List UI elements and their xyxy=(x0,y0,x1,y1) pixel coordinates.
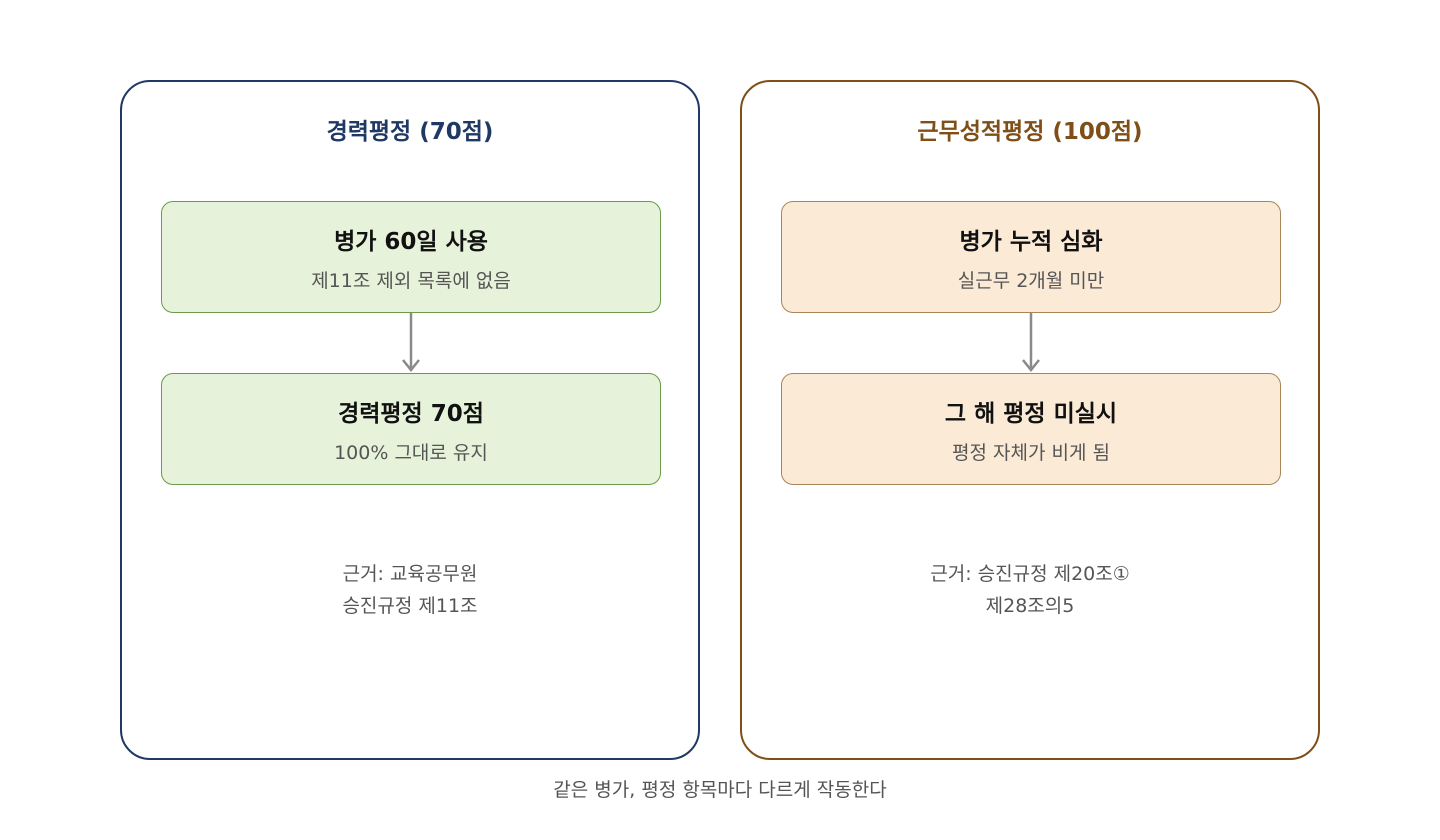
basis-line-1: 근거: 교육공무원 xyxy=(342,563,478,585)
performance-evaluation-panel: 근무성적평정 (100점) 병가 누적 심화 실근무 2개월 미만 그 해 평정… xyxy=(740,80,1320,760)
sick-leave-60-days-subtitle: 제11조 제외 목록에 없음 xyxy=(311,270,511,292)
career-evaluation-basis: 근거: 교육공무원 승진규정 제11조 xyxy=(122,558,698,622)
basis-line-2: 제28조의5 xyxy=(985,595,1075,617)
career-evaluation-title: 경력평정 (70점) xyxy=(326,119,494,145)
no-evaluation-subtitle: 평정 자체가 비게 됨 xyxy=(952,442,1110,464)
performance-evaluation-title: 근무성적평정 (100점) xyxy=(917,119,1143,145)
career-evaluation-panel: 경력평정 (70점) 병가 60일 사용 제11조 제외 목록에 없음 경력평정… xyxy=(120,80,700,760)
basis-line-2: 승진규정 제11조 xyxy=(342,595,478,617)
down-arrow-icon xyxy=(1022,313,1040,373)
career-score-70-title: 경력평정 70점 xyxy=(338,401,484,427)
sick-leave-accumulation-title: 병가 누적 심화 xyxy=(959,229,1103,255)
career-score-70-subtitle: 100% 그대로 유지 xyxy=(334,442,488,464)
sick-leave-60-days-title: 병가 60일 사용 xyxy=(334,229,488,255)
no-evaluation-title: 그 해 평정 미실시 xyxy=(944,401,1118,427)
career-score-70-box: 경력평정 70점 100% 그대로 유지 xyxy=(161,373,661,485)
sick-leave-60-days-box: 병가 60일 사용 제11조 제외 목록에 없음 xyxy=(161,201,661,313)
performance-evaluation-basis: 근거: 승진규정 제20조① 제28조의5 xyxy=(742,558,1318,622)
down-arrow-icon xyxy=(402,313,420,373)
basis-line-1: 근거: 승진규정 제20조① xyxy=(930,563,1130,585)
sick-leave-accumulation-subtitle: 실근무 2개월 미만 xyxy=(957,270,1105,292)
no-evaluation-box: 그 해 평정 미실시 평정 자체가 비게 됨 xyxy=(781,373,1281,485)
sick-leave-accumulation-box: 병가 누적 심화 실근무 2개월 미만 xyxy=(781,201,1281,313)
footer-caption: 같은 병가, 평정 항목마다 다르게 작동한다 xyxy=(553,779,887,801)
